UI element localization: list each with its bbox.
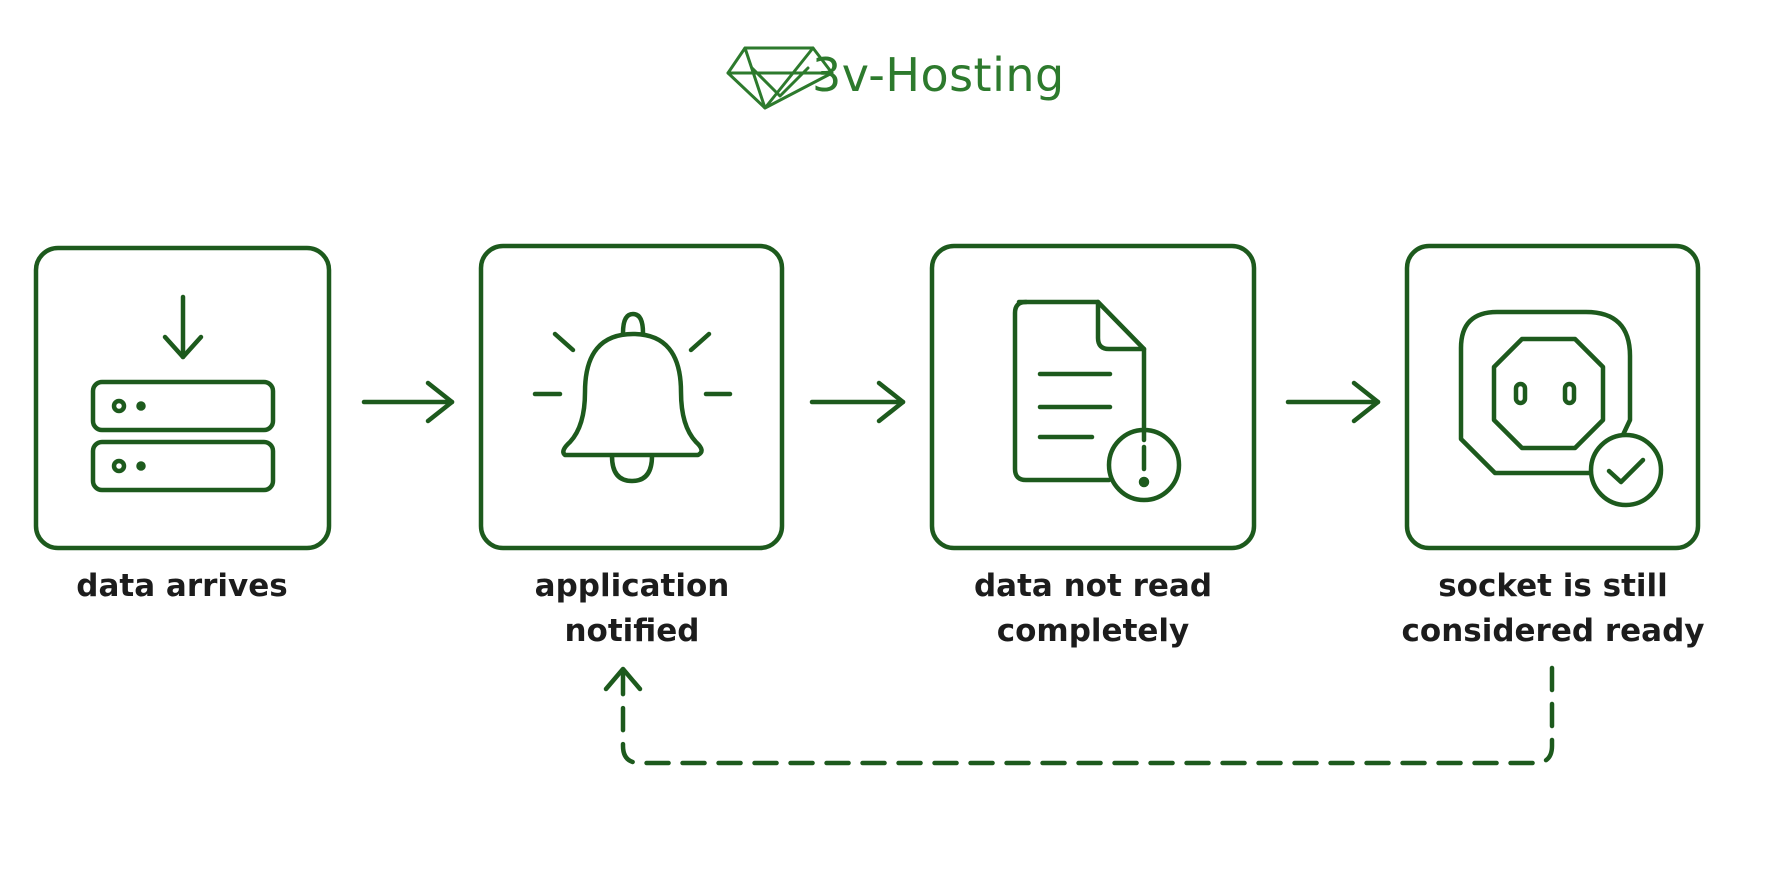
diamond-v-logo-icon: [726, 46, 834, 110]
step-label-application-notified: application notified: [534, 568, 730, 649]
brand-name: 3v-Hosting: [812, 48, 1065, 102]
step-box-application-notified: [478, 243, 785, 551]
feedback-loop-arrow: [603, 665, 1555, 766]
step-box-socket-ready: [1404, 243, 1701, 551]
step-label-data-arrives: data arrives: [76, 568, 288, 604]
step-box-data-arrives: [33, 245, 332, 551]
step-box-data-not-read: [929, 243, 1257, 551]
step-label-socket-ready: socket is still considered ready: [1401, 568, 1705, 649]
arrow-right-3: [1285, 380, 1381, 424]
step-label-data-not-read: data not read completely: [973, 568, 1213, 649]
bell-icon: [532, 311, 733, 484]
arrow-right-2: [809, 380, 906, 424]
socket-check-icon: [1458, 309, 1664, 508]
document-warning-icon: [1012, 299, 1182, 503]
arrow-right-1: [361, 380, 455, 424]
server-download-icon: [90, 294, 276, 493]
